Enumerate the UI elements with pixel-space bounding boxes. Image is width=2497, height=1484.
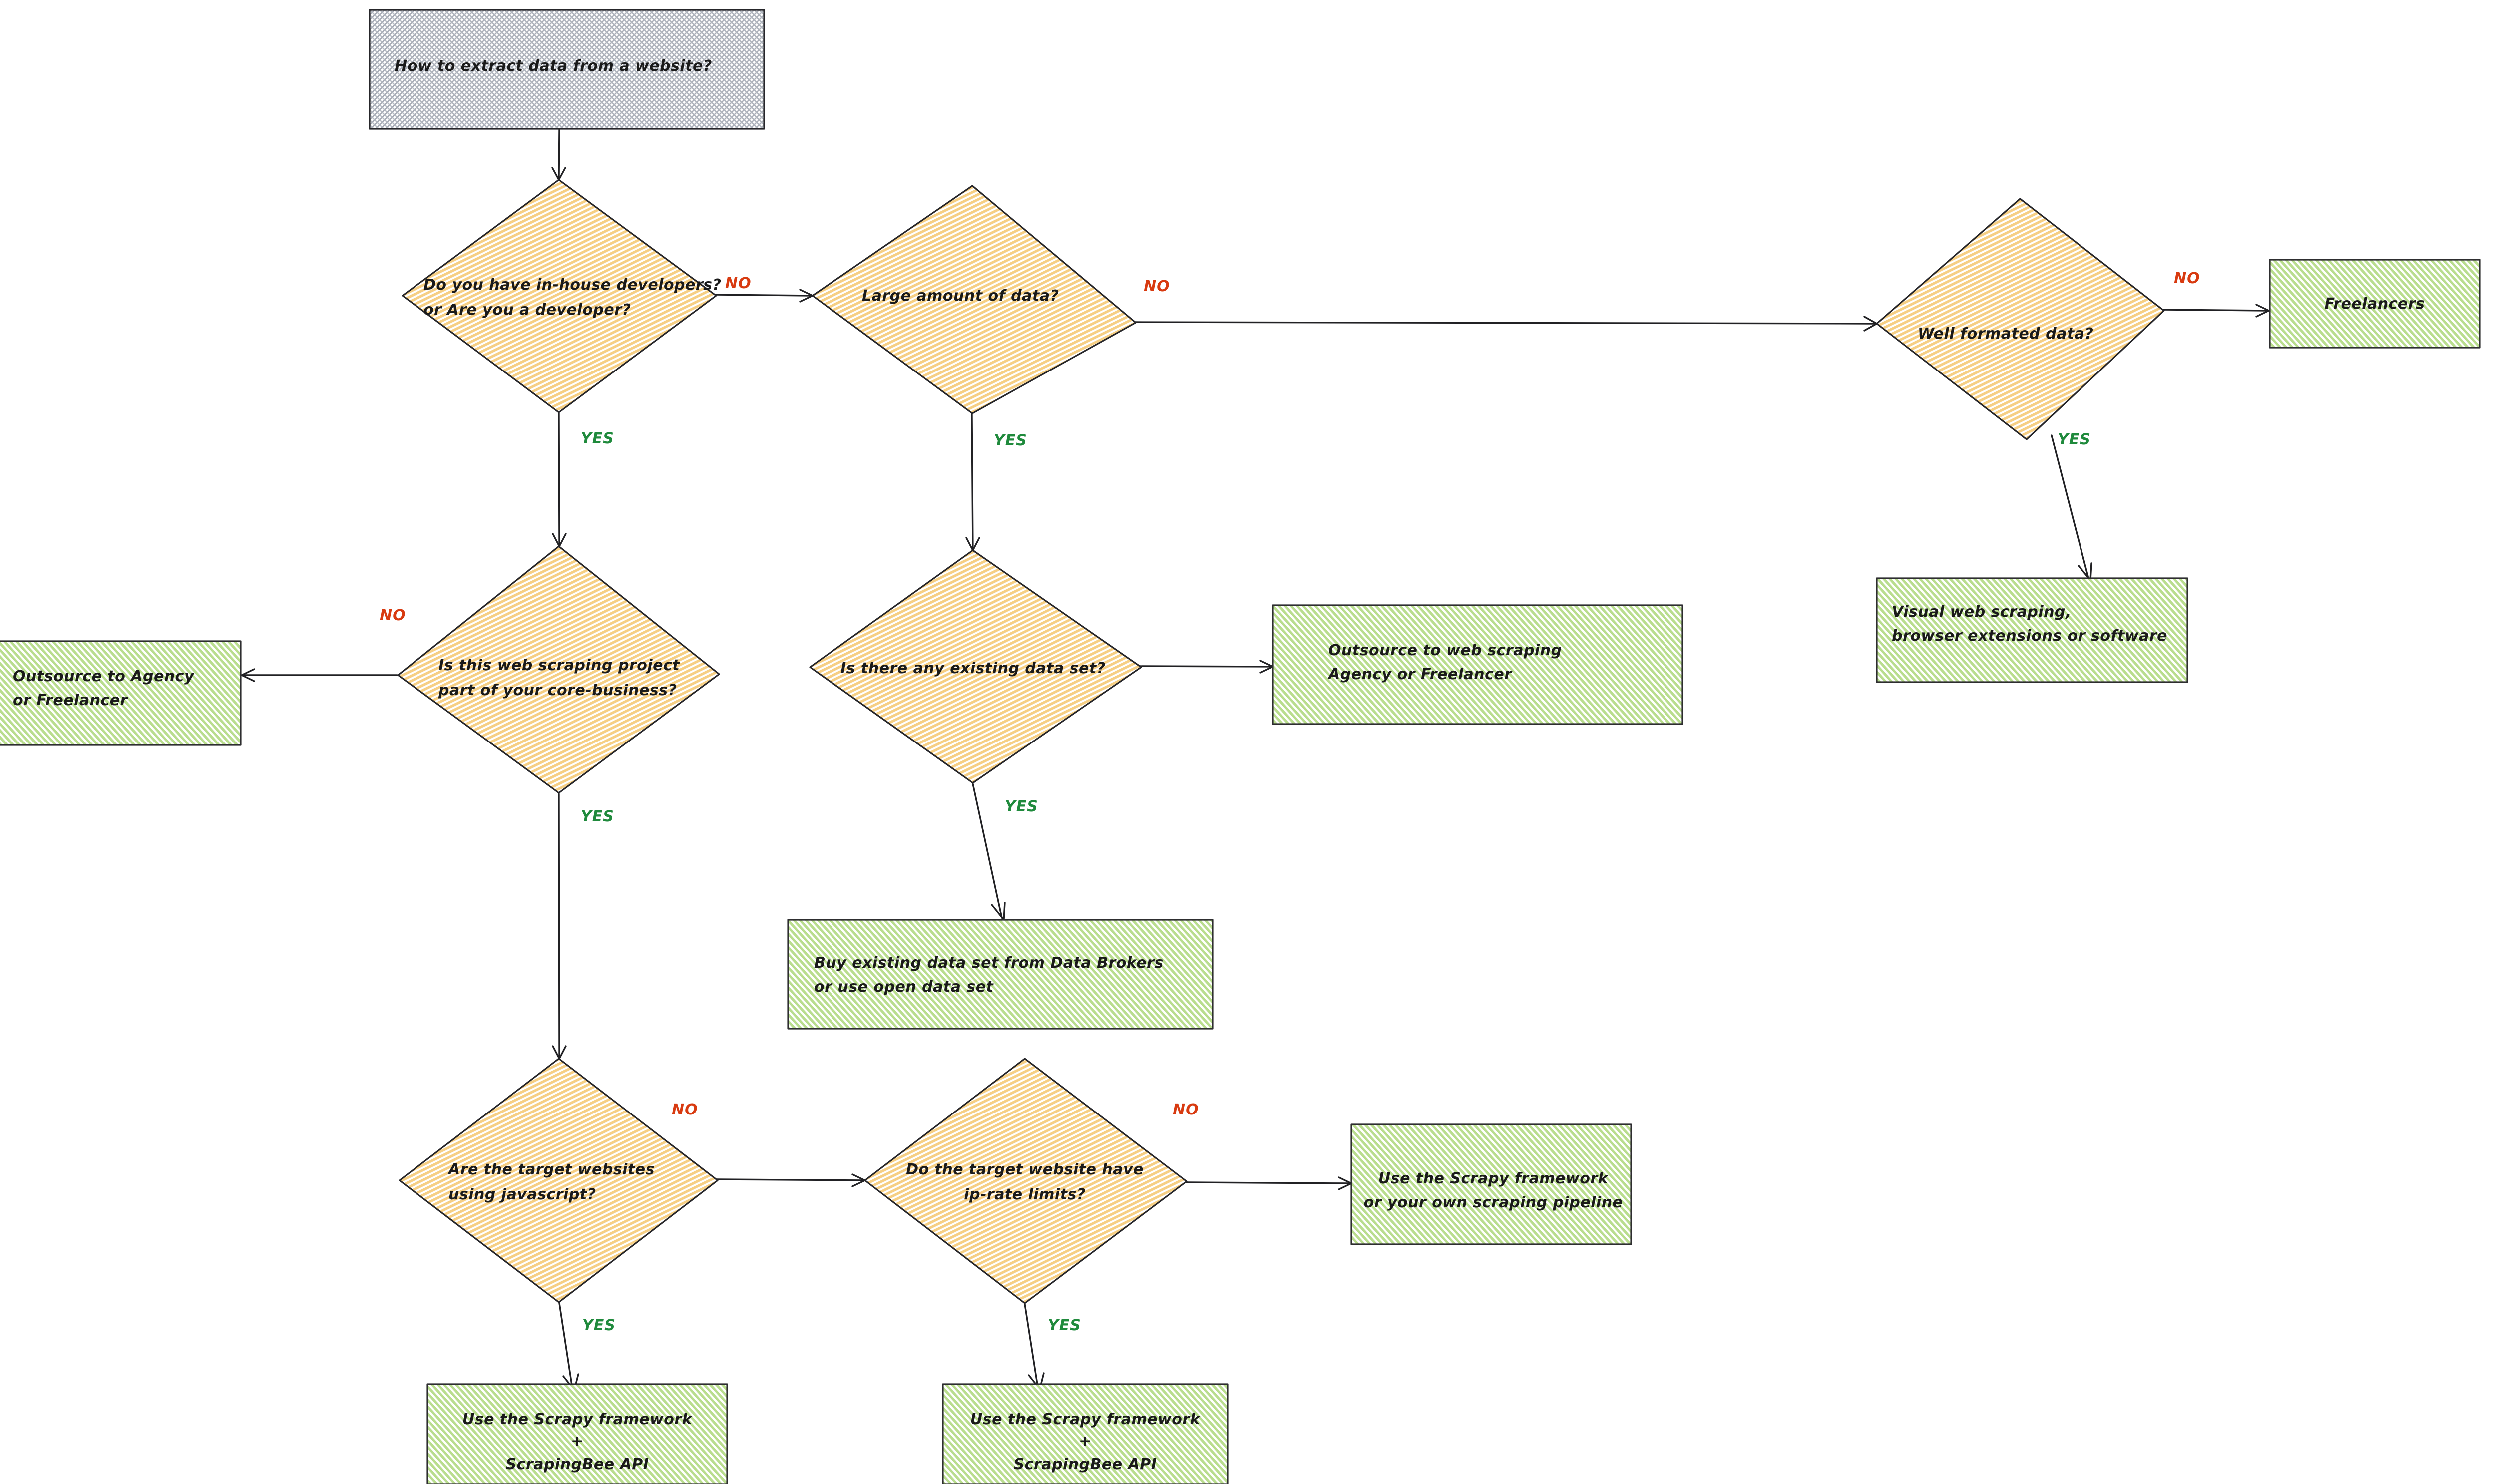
node-visual-scraping-line1: Visual web scraping, <box>1892 603 2072 621</box>
node-buy-dataset-line1: Buy existing data set from Data Brokers <box>814 954 1164 972</box>
edge-iprate-yes-to-scrapy-bee-right <box>1024 1303 1045 1390</box>
edges-layer <box>241 128 2270 1391</box>
edge-well-formated-yes-to-visual-scraping <box>2051 434 2092 581</box>
edge-core-business-no-to-outsource-agency <box>241 668 398 682</box>
node-iprate-line2: ip-rate limits? <box>964 1186 1086 1203</box>
node-outcome-buy-dataset[interactable]: Buy existing data set from Data Brokers … <box>787 919 1214 1030</box>
edge-label-core-business-yes: YES <box>581 808 614 825</box>
node-visual-scraping-line2: browser extensions or software <box>1892 627 2167 645</box>
edge-label-large-data-yes: YES <box>994 432 1027 449</box>
node-well-formated-line1: Well formated data? <box>1918 325 2093 343</box>
node-outcome-scrapy-bee-left[interactable]: Use the Scrapy framework + ScrapingBee A… <box>426 1383 728 1484</box>
node-outcome-scrapy-bee-right[interactable]: Use the Scrapy framework + ScrapingBee A… <box>942 1383 1229 1484</box>
node-scrapy-bee-left-line3: ScrapingBee API <box>506 1456 649 1473</box>
node-buy-dataset-line2: or use open data set <box>814 978 994 996</box>
node-scrapy-pipeline-line1: Use the Scrapy framework <box>1378 1170 1609 1187</box>
node-decision-javascript[interactable]: Are the target websites using javascript… <box>399 1058 719 1303</box>
edge-label-iprate-yes: YES <box>1048 1317 1081 1334</box>
node-scrapy-bee-left-line2: + <box>571 1433 584 1450</box>
node-javascript-line2: using javascript? <box>448 1186 596 1203</box>
edge-label-large-data-no: NO <box>1144 278 1170 295</box>
node-developers-line1: Do you have in-house developers? <box>423 276 721 294</box>
node-scrapy-bee-right-line3: ScrapingBee API <box>1014 1456 1157 1473</box>
node-iprate-line1: Do the target website have <box>906 1161 1144 1178</box>
edge-javascript-yes-to-scrapy-bee-left <box>558 1302 579 1391</box>
node-developers-line2: or Are you a developer? <box>423 301 631 319</box>
edge-label-dataset-yes: YES <box>1005 798 1038 815</box>
node-scrapy-bee-left-line1: Use the Scrapy framework <box>462 1411 693 1428</box>
node-outsource-agency-line1: Outsource to Agency <box>13 668 195 685</box>
node-decision-developers[interactable]: Do you have in-house developers? or Are … <box>402 179 721 413</box>
node-start-label: How to extract data from a website? <box>395 57 712 75</box>
node-existing-dataset-line1: Is there any existing data set? <box>840 660 1106 677</box>
node-decision-well-formated[interactable]: Well formated data? <box>1876 198 2165 440</box>
node-outcome-outsource-agency[interactable]: Outsource to Agency or Freelancer <box>0 640 242 746</box>
edge-label-javascript-yes: YES <box>582 1317 616 1334</box>
node-scrapy-pipeline-line2: or your own scraping pipeline <box>1364 1194 1623 1211</box>
edge-large-data-yes-to-dataset <box>965 413 980 551</box>
edge-iprate-no-to-scrapy-pipeline <box>1185 1176 1352 1190</box>
edge-label-iprate-no: NO <box>1173 1101 1199 1118</box>
edge-javascript-no-to-iprate <box>716 1173 866 1187</box>
edge-developers-yes-to-core-business <box>552 412 567 547</box>
node-outcome-scrapy-pipeline[interactable]: Use the Scrapy framework or your own scr… <box>1350 1123 1632 1245</box>
edge-label-developers-yes: YES <box>581 430 614 447</box>
node-core-business-line2: part of your core-business? <box>438 682 677 699</box>
node-outcome-freelancers[interactable]: Freelancers <box>2269 259 2481 349</box>
node-javascript-line1: Are the target websites <box>447 1161 655 1178</box>
edge-dataset-no-to-outsource-scraping <box>1139 660 1274 674</box>
edge-start-to-developers <box>551 128 566 181</box>
node-outsource-agency-line2: or Freelancer <box>13 692 129 709</box>
node-decision-core-business[interactable]: Is this web scraping project part of you… <box>397 545 720 794</box>
node-outsource-scraping-line2: Agency or Freelancer <box>1327 666 1513 683</box>
node-large-data-line1: Large amount of data? <box>862 287 1059 305</box>
node-decision-iprate[interactable]: Do the target website have ip-rate limit… <box>864 1058 1188 1304</box>
edge-dataset-yes-to-buy-data <box>972 783 1006 921</box>
node-scrapy-bee-right-line2: + <box>1079 1433 1092 1450</box>
node-core-business-line1: Is this web scraping project <box>438 657 680 674</box>
node-decision-existing-dataset[interactable]: Is there any existing data set? <box>809 549 1142 784</box>
edge-well-formated-no-to-freelancers <box>2162 304 2270 318</box>
node-outsource-scraping-line1: Outsource to web scraping <box>1328 642 1562 659</box>
edge-label-core-business-no: NO <box>380 607 406 624</box>
node-decision-large-data[interactable]: Large amount of data? <box>812 185 1137 414</box>
edge-large-data-no-to-well-formated <box>1134 316 1878 332</box>
edge-label-well-formated-yes: YES <box>2058 431 2091 448</box>
node-scrapy-bee-right-line1: Use the Scrapy framework <box>970 1411 1201 1428</box>
node-outcome-outsource-scraping[interactable]: Outsource to web scraping Agency or Free… <box>1272 604 1683 725</box>
node-outcome-visual-scraping[interactable]: Visual web scraping, browser extensions … <box>1876 577 2188 683</box>
edge-label-well-formated-no: NO <box>2174 270 2200 287</box>
edge-label-developers-no: NO <box>725 275 752 292</box>
node-freelancers-line1: Freelancers <box>2325 295 2425 313</box>
edge-core-business-yes-to-javascript <box>552 793 567 1060</box>
edge-label-javascript-no: NO <box>672 1101 698 1118</box>
node-start[interactable]: How to extract data from a website? <box>369 9 765 130</box>
